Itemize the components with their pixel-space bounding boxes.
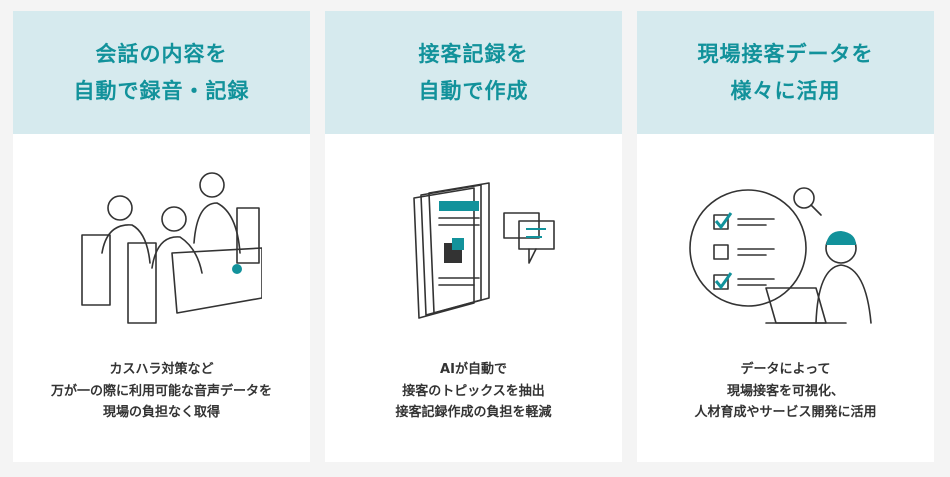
- data-analysis-illustration: [637, 153, 934, 343]
- documents-illustration: [325, 153, 622, 343]
- card-title-line: 現場接客データを: [697, 41, 874, 66]
- description-line: 万が一の際に利用可能な音声データを: [50, 383, 272, 399]
- card-description: カスハラ対策など 万が一の際に利用可能な音声データを 現場の負担なく取得: [13, 359, 310, 424]
- meeting-illustration: [13, 153, 310, 343]
- description-line: 現場の負担なく取得: [102, 405, 220, 420]
- description-line: 接客のトピックスを抽出: [402, 383, 545, 399]
- description-line: 接客記録作成の負担を軽減: [395, 405, 552, 420]
- description-line: データによって: [740, 362, 831, 377]
- feature-card-recording: 会話の内容を 自動で録音・記録 カスハラ対策など 万が一の際に利用可能な音声デー…: [13, 11, 310, 462]
- card-header: 会話の内容を 自動で録音・記録: [13, 11, 310, 134]
- feature-card-auto-record: 接客記録を 自動で作成 AIが自動で 接客のトピックスを抽出 接客記録作成の負担…: [325, 11, 622, 462]
- card-header: 接客記録を 自動で作成: [325, 11, 622, 134]
- feature-card-data-usage: 現場接客データを 様々に活用 データによって 現場接客を可視化、 人材育成やサー…: [637, 11, 934, 462]
- card-description: AIが自動で 接客のトピックスを抽出 接客記録作成の負担を軽減: [325, 359, 622, 424]
- description-line: AIが自動で: [440, 362, 507, 377]
- card-title-line: 接客記録を: [418, 41, 529, 66]
- card-description: データによって 現場接客を可視化、 人材育成やサービス開発に活用: [637, 359, 934, 424]
- card-title-line: 自動で作成: [418, 78, 529, 103]
- card-title-line: 自動で録音・記録: [73, 78, 250, 103]
- description-line: 現場接客を可視化、: [726, 383, 844, 399]
- description-line: カスハラ対策など: [109, 362, 214, 377]
- card-title-line: 会話の内容を: [95, 41, 228, 66]
- card-header: 現場接客データを 様々に活用: [637, 11, 934, 134]
- description-line: 人材育成やサービス開発に活用: [694, 405, 877, 420]
- card-title-line: 様々に活用: [730, 78, 841, 103]
